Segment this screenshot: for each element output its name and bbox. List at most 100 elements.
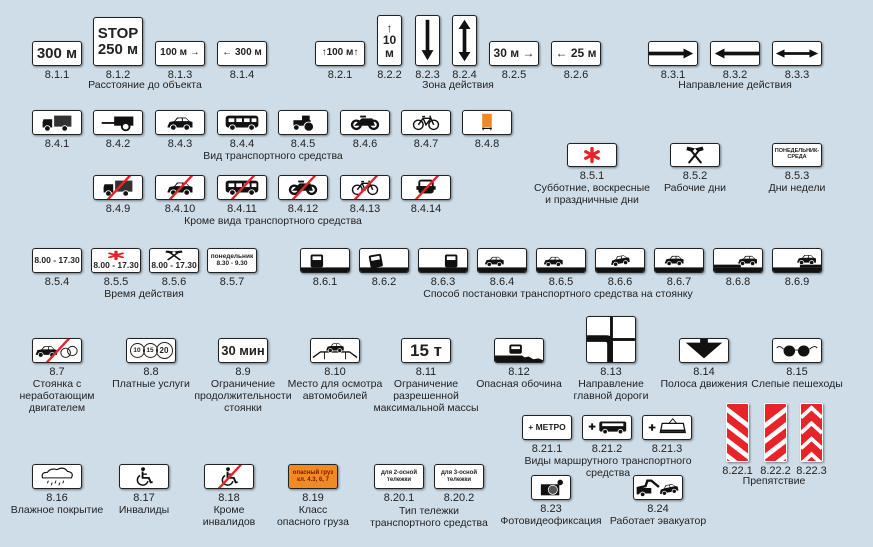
sign-number: 8.5.6 [161,276,187,288]
sign-plate-8-7[interactable] [32,338,82,363]
sign-number: 8.19 [302,492,324,504]
sign-plate-8-1-3[interactable]: 100 м → [155,41,205,66]
sign-plate-8-4-1[interactable] [32,110,82,135]
sign-plate-8-4-5[interactable] [278,110,328,135]
sign-plate-8-6-2[interactable] [359,248,409,273]
sign-plate-8-4-7[interactable] [401,110,451,135]
sign-plate-8-1-2[interactable]: STOP 250 м [93,17,143,66]
sign-plate-8-6-4[interactable] [477,248,527,273]
sign-plate-8-13[interactable] [586,316,636,363]
sign-plate-8-5-5[interactable]: 8.00 - 17.30 [91,248,141,273]
sign-plate-8-22-2[interactable] [764,403,787,462]
sign-number: 8.3.1 [660,69,686,81]
sign-plate-8-4-11[interactable] [217,175,267,200]
plate-text: ← 25 м [555,46,597,61]
sign-plate-8-1-4[interactable]: ← 300 м [217,41,267,66]
sign-plate-8-22-3[interactable] [800,403,823,462]
sign-number: 8.1.1 [44,69,70,81]
sign-plate-8-2-6[interactable]: ← 25 м [551,41,601,66]
sign-number: 8.23 [540,503,562,515]
sign-plate-8-20-2[interactable]: для 3-осной тележки [434,464,484,489]
sign-plate-8-5-1[interactable] [567,143,617,167]
sign-plate-8-4-9[interactable] [93,175,143,200]
sign-plate-8-6-6[interactable] [595,248,645,273]
sign-plate-8-5-3[interactable]: ПОНЕДЕЛЬНИК- СРЕДА [772,143,822,167]
sign-plate-8-6-9[interactable] [772,248,822,273]
sign-plate-8-4-2[interactable] [93,110,143,135]
sign-plate-8-14[interactable] [679,338,729,363]
sign-plate-8-2-1[interactable]: ↑100 м↑ [315,41,365,66]
sign-plate-8-24[interactable] [633,475,683,500]
plate-text: STOP 250 м [97,24,139,58]
sign-plate-8-6-7[interactable] [654,248,704,273]
sign-plate-8-6-3[interactable] [418,248,468,273]
sign-plate-8-17[interactable] [119,464,169,489]
group-caption: Кроме вида транспортного средства [184,215,362,227]
sign-number: 8.4.14 [410,203,442,215]
sign-number: 8.14 [693,366,715,378]
sign-plate-8-21-2[interactable] [582,415,632,440]
sign-plate-8-5-7[interactable]: понедельник 8.30 - 9.30 [207,248,257,273]
sign-plate-8-4-13[interactable] [340,175,390,200]
sign-number: 8.24 [647,503,669,515]
sign-number: 8.4.8 [474,138,500,150]
sign-number: 8.20.2 [443,492,475,504]
sign-plate-8-5-4[interactable]: 8.00 - 17.30 [32,248,82,273]
sign-number: 8.6.6 [607,276,633,288]
sign-plate-8-4-14[interactable] [401,175,451,200]
sign-plate-8-2-3[interactable] [415,15,440,66]
sign-plate-8-4-12[interactable] [278,175,328,200]
plate-text: 100 м → [160,47,200,59]
sign-plate-8-4-4[interactable] [217,110,267,135]
sign-number: 8.2.6 [563,69,589,81]
sign-plate-8-15[interactable] [772,338,822,363]
sign-number: 8.6.2 [371,276,397,288]
sign-plate-8-5-2[interactable] [670,143,720,167]
sign-caption: Опасная обочина [476,378,562,390]
plate-text: ПОНЕДЕЛЬНИК- СРЕДА [774,148,820,160]
sign-number: 8.22.2 [760,465,791,477]
sign-plate-8-12[interactable] [494,338,544,363]
sign-plate-8-22-1[interactable] [726,403,749,462]
sign-plate-8-3-1[interactable] [648,41,698,66]
sign-plate-8-2-4[interactable] [452,15,477,66]
sign-plate-8-19[interactable]: опасный груз кл. 4.3, 6, 7 [288,464,338,489]
sign-plate-8-4-6[interactable] [340,110,390,135]
sign-plate-8-4-3[interactable] [155,110,205,135]
sign-number: 8.5.7 [219,276,245,288]
sign-plate-8-2-5[interactable]: 30 м → [489,41,539,66]
sign-plate-8-20-1[interactable]: для 2-осной тележки [374,464,424,489]
sign-plate-8-16[interactable] [32,464,82,489]
sign-plate-8-6-8[interactable] [713,248,763,273]
sign-plate-8-18[interactable] [204,464,254,489]
sign-plate-8-6-5[interactable] [536,248,586,273]
plate-text: 15 т [410,340,442,360]
sign-plate-8-1-1[interactable]: 300 м [32,41,82,66]
sign-plate-8-5-6[interactable]: 8.00 - 17.30 [149,248,199,273]
sign-plate-8-11[interactable]: 15 т [401,338,451,363]
sign-plate-8-21-1[interactable]: + МЕТРО [522,415,572,440]
sign-plate-8-6-1[interactable] [300,248,350,273]
sign-caption: Работает эвакуатор [609,515,707,527]
sign-plate-8-23[interactable] [531,475,571,500]
sign-plate-8-4-8[interactable] [462,110,512,135]
sign-caption: Влажное покрытие [10,504,104,516]
sign-plate-8-21-3[interactable] [642,415,692,440]
sign-number: 8.5.3 [784,170,810,182]
sign-number: 8.1.2 [105,69,131,81]
sign-number: 8.4.5 [290,138,316,150]
sign-plate-8-2-2[interactable]: ↑ 10 м [377,15,402,66]
sign-number: 8.5.4 [44,276,70,288]
plate-text: для 3-осной тележки [440,470,478,483]
sign-number: 8.17 [133,492,155,504]
plate-text: + МЕТРО [528,422,566,433]
sign-plate-8-10[interactable] [310,338,360,363]
sign-plate-8-4-10[interactable] [155,175,205,200]
plate-text: 8.00 - 17.30 [93,260,139,271]
sign-number: 8.4.11 [227,203,257,215]
sign-plate-8-3-2[interactable] [710,41,760,66]
sign-plate-8-9[interactable]: 30 мин [218,338,268,363]
sign-plate-8-3-3[interactable] [772,41,822,66]
sign-number: 8.5.1 [579,170,605,182]
